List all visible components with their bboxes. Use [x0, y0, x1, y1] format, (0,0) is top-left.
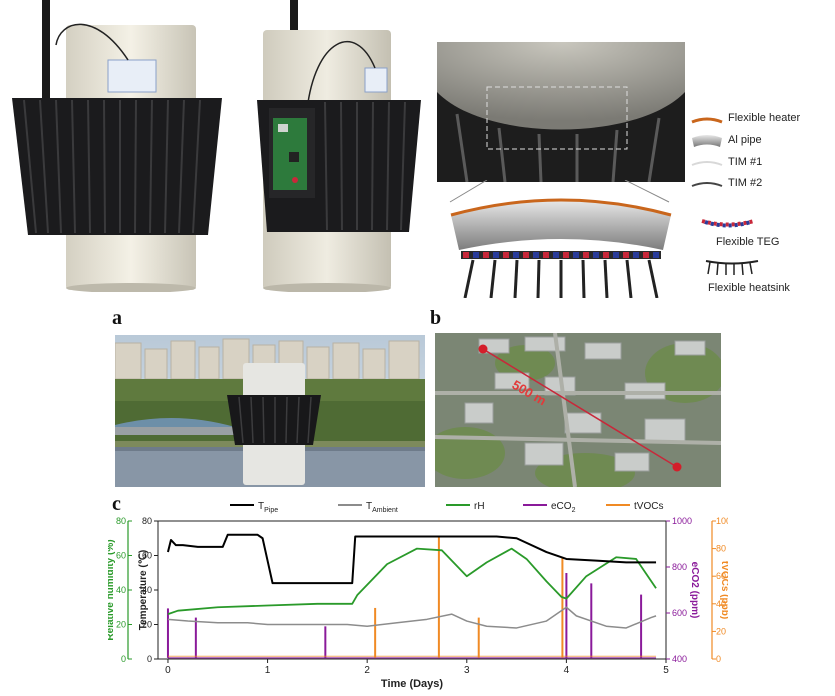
teg-row: [461, 251, 661, 259]
heatsink-fins: [463, 259, 659, 298]
x-axis-title: Time (Days): [381, 678, 443, 690]
teg-cell: [613, 252, 619, 258]
rh-tick-label: 40: [116, 585, 126, 595]
series-t-ambient: [167, 606, 657, 629]
teg-cell: [623, 252, 629, 258]
legend-tim1-icon: [691, 161, 723, 166]
legend-heater-icon: [691, 117, 723, 124]
pipe-inside-closeup-photo: [437, 42, 685, 182]
pipe-photo-with-board: [245, 0, 435, 292]
tvoc-tick-label: 80: [716, 544, 726, 554]
series-t-pipe: [166, 533, 657, 585]
series-rh: [167, 547, 657, 616]
teg-cell: [633, 252, 639, 258]
satellite-map: 500 m: [435, 333, 721, 487]
legend-label: rH: [474, 501, 485, 512]
x-tick-label: 3: [464, 665, 470, 676]
x-tick-label: 5: [663, 665, 669, 676]
teg-cell: [463, 252, 469, 258]
plot-frame: [157, 520, 667, 660]
temp-tick-label: 0: [147, 654, 152, 664]
teg-cell: [573, 252, 579, 258]
teg-cell: [583, 252, 589, 258]
tvoc-tick-label: 100: [716, 516, 728, 526]
x-tick-label: 0: [165, 665, 171, 676]
heater-line: [450, 198, 672, 217]
tvoc-tick-label: 20: [716, 626, 726, 636]
environment-chart: 0204060800204060804006008001000020406080…: [108, 501, 728, 690]
teg-cell: [553, 252, 559, 258]
panel-label-b: b: [430, 307, 442, 329]
legend-teg-label: Flexible TEG: [716, 236, 780, 248]
distance-line: [482, 348, 678, 468]
legend-teg-icon: [701, 219, 755, 228]
x-tick-label: 2: [364, 665, 370, 676]
legend-tim2-label: TIM #2: [728, 177, 763, 189]
legend-label: TAmbient: [366, 501, 398, 514]
temp-tick-label: 20: [142, 620, 152, 630]
legend-pipe-icon: [692, 135, 722, 147]
teg-cell: [513, 252, 519, 258]
teg-cell: [533, 252, 539, 258]
end-marker: [672, 462, 682, 472]
temp-tick-label: 40: [142, 585, 152, 595]
x-tick-label: 4: [564, 665, 570, 676]
teg-cell: [543, 252, 549, 258]
teg-cell: [653, 252, 659, 258]
pipe-photo-heatsink-front: [0, 0, 235, 292]
tvoc-tick-label: 0: [716, 654, 721, 664]
panel-label-a: a: [112, 307, 122, 329]
rh-tick-label: 60: [116, 551, 126, 561]
teg-cell: [473, 252, 479, 258]
teg-cell: [643, 252, 649, 258]
teg-cell: [503, 252, 509, 258]
teg-cell: [563, 252, 569, 258]
eco2-tick-label: 600: [672, 608, 687, 618]
rooftop-installation-photo: [115, 335, 425, 487]
eco2-tick-label: 1000: [672, 516, 692, 526]
legend-heater-label: Flexible heater: [728, 112, 801, 124]
tvoc-tick-label: 60: [716, 571, 726, 581]
temp-axis-title: Temperature (℃): [138, 550, 149, 631]
panel-label-c: c: [112, 493, 121, 515]
rh-tick-label: 0: [121, 654, 126, 664]
teg-cell: [493, 252, 499, 258]
eco2-axis-title: eCO2 (ppm): [689, 562, 700, 619]
legend-tim1-label: TIM #1: [728, 156, 763, 168]
legend-tim2-icon: [691, 182, 723, 187]
eco2-tick-label: 800: [672, 562, 687, 572]
teg-cell: [483, 252, 489, 258]
legend-pipe-label: Al pipe: [728, 134, 762, 146]
eco2-tick-label: 400: [672, 654, 687, 664]
legend-label: tVOCs: [634, 501, 663, 512]
start-marker: [478, 344, 488, 354]
rh-axis-title: Relative humidity (%): [108, 539, 116, 640]
teg-cell: [523, 252, 529, 258]
rh-tick-label: 80: [116, 516, 126, 526]
teg-cell: [603, 252, 609, 258]
tvoc-axis-title: tVOCs (ppb): [719, 561, 728, 619]
legend-label: eCO2: [551, 501, 576, 514]
rh-tick-label: 20: [116, 620, 126, 630]
legend-heatsink-icon: [705, 260, 759, 276]
teg-cell: [593, 252, 599, 258]
legend-label: TPipe: [258, 501, 278, 514]
schematic-cross-section: [449, 180, 672, 298]
legend-heatsink-label: Flexible heatsink: [708, 282, 790, 294]
temp-tick-label: 60: [142, 551, 152, 561]
temp-tick-label: 80: [142, 516, 152, 526]
x-tick-label: 1: [265, 665, 271, 676]
tvoc-tick-label: 40: [716, 599, 726, 609]
